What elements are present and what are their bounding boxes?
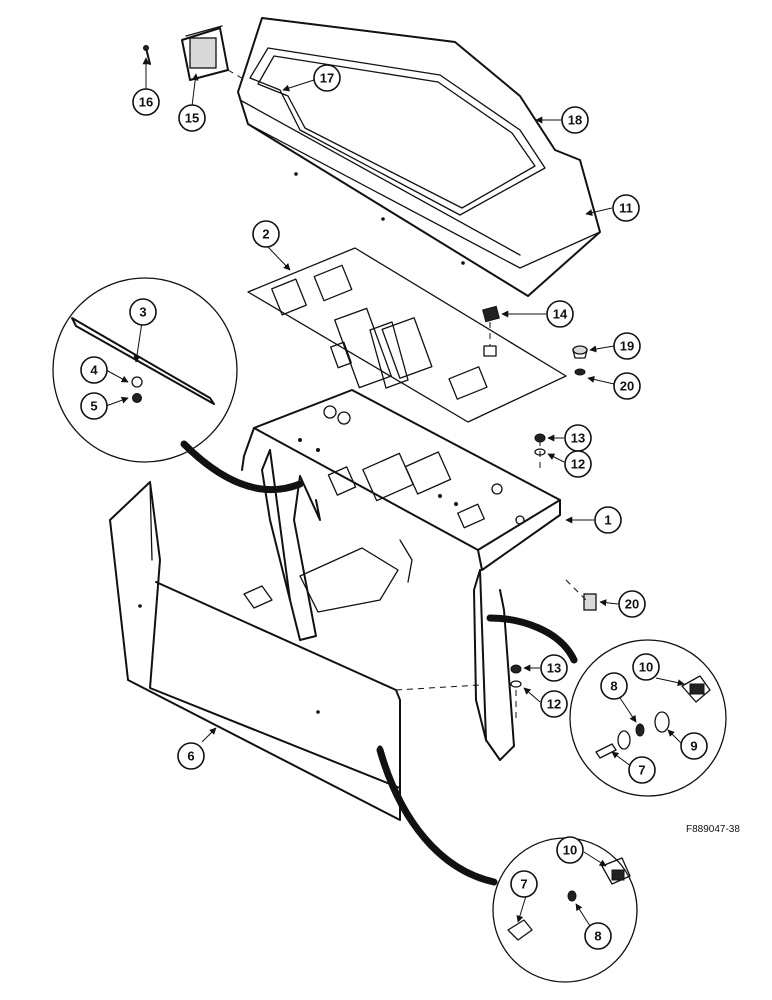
svg-text:8: 8 [594, 929, 601, 944]
callout-10-circle-b: 10 [632, 653, 660, 681]
callout-11: 11 [612, 194, 640, 222]
callout-13-upper: 13 [564, 424, 592, 452]
callout-16: 16 [132, 88, 160, 116]
svg-text:5: 5 [90, 399, 97, 414]
callout-5: 5 [80, 392, 108, 420]
svg-text:16: 16 [139, 95, 153, 110]
svg-text:8: 8 [610, 679, 617, 694]
callout-6: 6 [177, 742, 205, 770]
callout-4: 4 [80, 356, 108, 384]
svg-text:17: 17 [320, 71, 334, 86]
drawing-reference: F889047-38 [686, 824, 740, 835]
detail-circle-parts-7-8-9-10 [486, 614, 727, 797]
svg-text:6: 6 [187, 749, 194, 764]
detail-circle-parts-3-4-5 [52, 277, 304, 494]
svg-text:14: 14 [553, 307, 568, 322]
svg-text:15: 15 [185, 111, 199, 126]
callout-8-circle-c: 8 [584, 922, 612, 950]
callout-3: 3 [129, 298, 157, 326]
svg-text:12: 12 [547, 697, 561, 712]
bushing-part-20-top [574, 368, 586, 376]
svg-text:13: 13 [571, 431, 585, 446]
callout-13-lower: 13 [540, 654, 568, 682]
callout-12-upper: 12 [564, 450, 592, 478]
callout-8-circle-b: 8 [600, 672, 628, 700]
svg-text:9: 9 [690, 739, 697, 754]
svg-text:12: 12 [571, 457, 585, 472]
svg-text:1: 1 [604, 513, 611, 528]
callout-14: 14 [546, 300, 574, 328]
callout-18: 18 [561, 106, 589, 134]
nut-part-13-lower [510, 664, 522, 674]
leader-lines [105, 57, 685, 927]
svg-text:20: 20 [625, 597, 639, 612]
svg-text:7: 7 [638, 763, 645, 778]
svg-text:19: 19 [620, 339, 634, 354]
callout-15: 15 [178, 104, 206, 132]
svg-text:11: 11 [619, 201, 633, 216]
svg-text:4: 4 [90, 363, 98, 378]
top-cover-part-11 [237, 17, 601, 297]
washer-part-12-lower [510, 680, 522, 688]
callout-20-top: 20 [613, 372, 641, 400]
callout-2: 2 [252, 220, 280, 248]
console-frame-part-1 [241, 389, 561, 761]
callout-7-circle-c: 7 [510, 870, 538, 898]
knob-part-19 [572, 345, 588, 359]
svg-text:13: 13 [547, 661, 561, 676]
svg-text:7: 7 [520, 877, 527, 892]
callout-20-lower: 20 [618, 590, 646, 618]
bushing-part-20-lower [583, 593, 597, 611]
switch-part-14 [482, 305, 500, 323]
front-panel-part-6 [109, 481, 401, 821]
svg-text:18: 18 [568, 113, 582, 128]
svg-text:10: 10 [639, 660, 653, 675]
svg-text:2: 2 [262, 227, 269, 242]
svg-text:3: 3 [139, 305, 146, 320]
gasket-plate-part-2 [247, 247, 567, 423]
callout-12-lower: 12 [540, 690, 568, 718]
screw-part-16 [143, 45, 151, 65]
callout-17: 17 [313, 64, 341, 92]
housing-part-15 [181, 25, 229, 81]
callout-19: 19 [613, 332, 641, 360]
callout-7-circle-b: 7 [628, 756, 656, 784]
svg-text:20: 20 [620, 379, 634, 394]
callout-10-circle-c: 10 [556, 836, 584, 864]
callout-1: 1 [594, 506, 622, 534]
svg-text:10: 10 [563, 843, 577, 858]
callout-9-circle-b: 9 [680, 732, 708, 760]
